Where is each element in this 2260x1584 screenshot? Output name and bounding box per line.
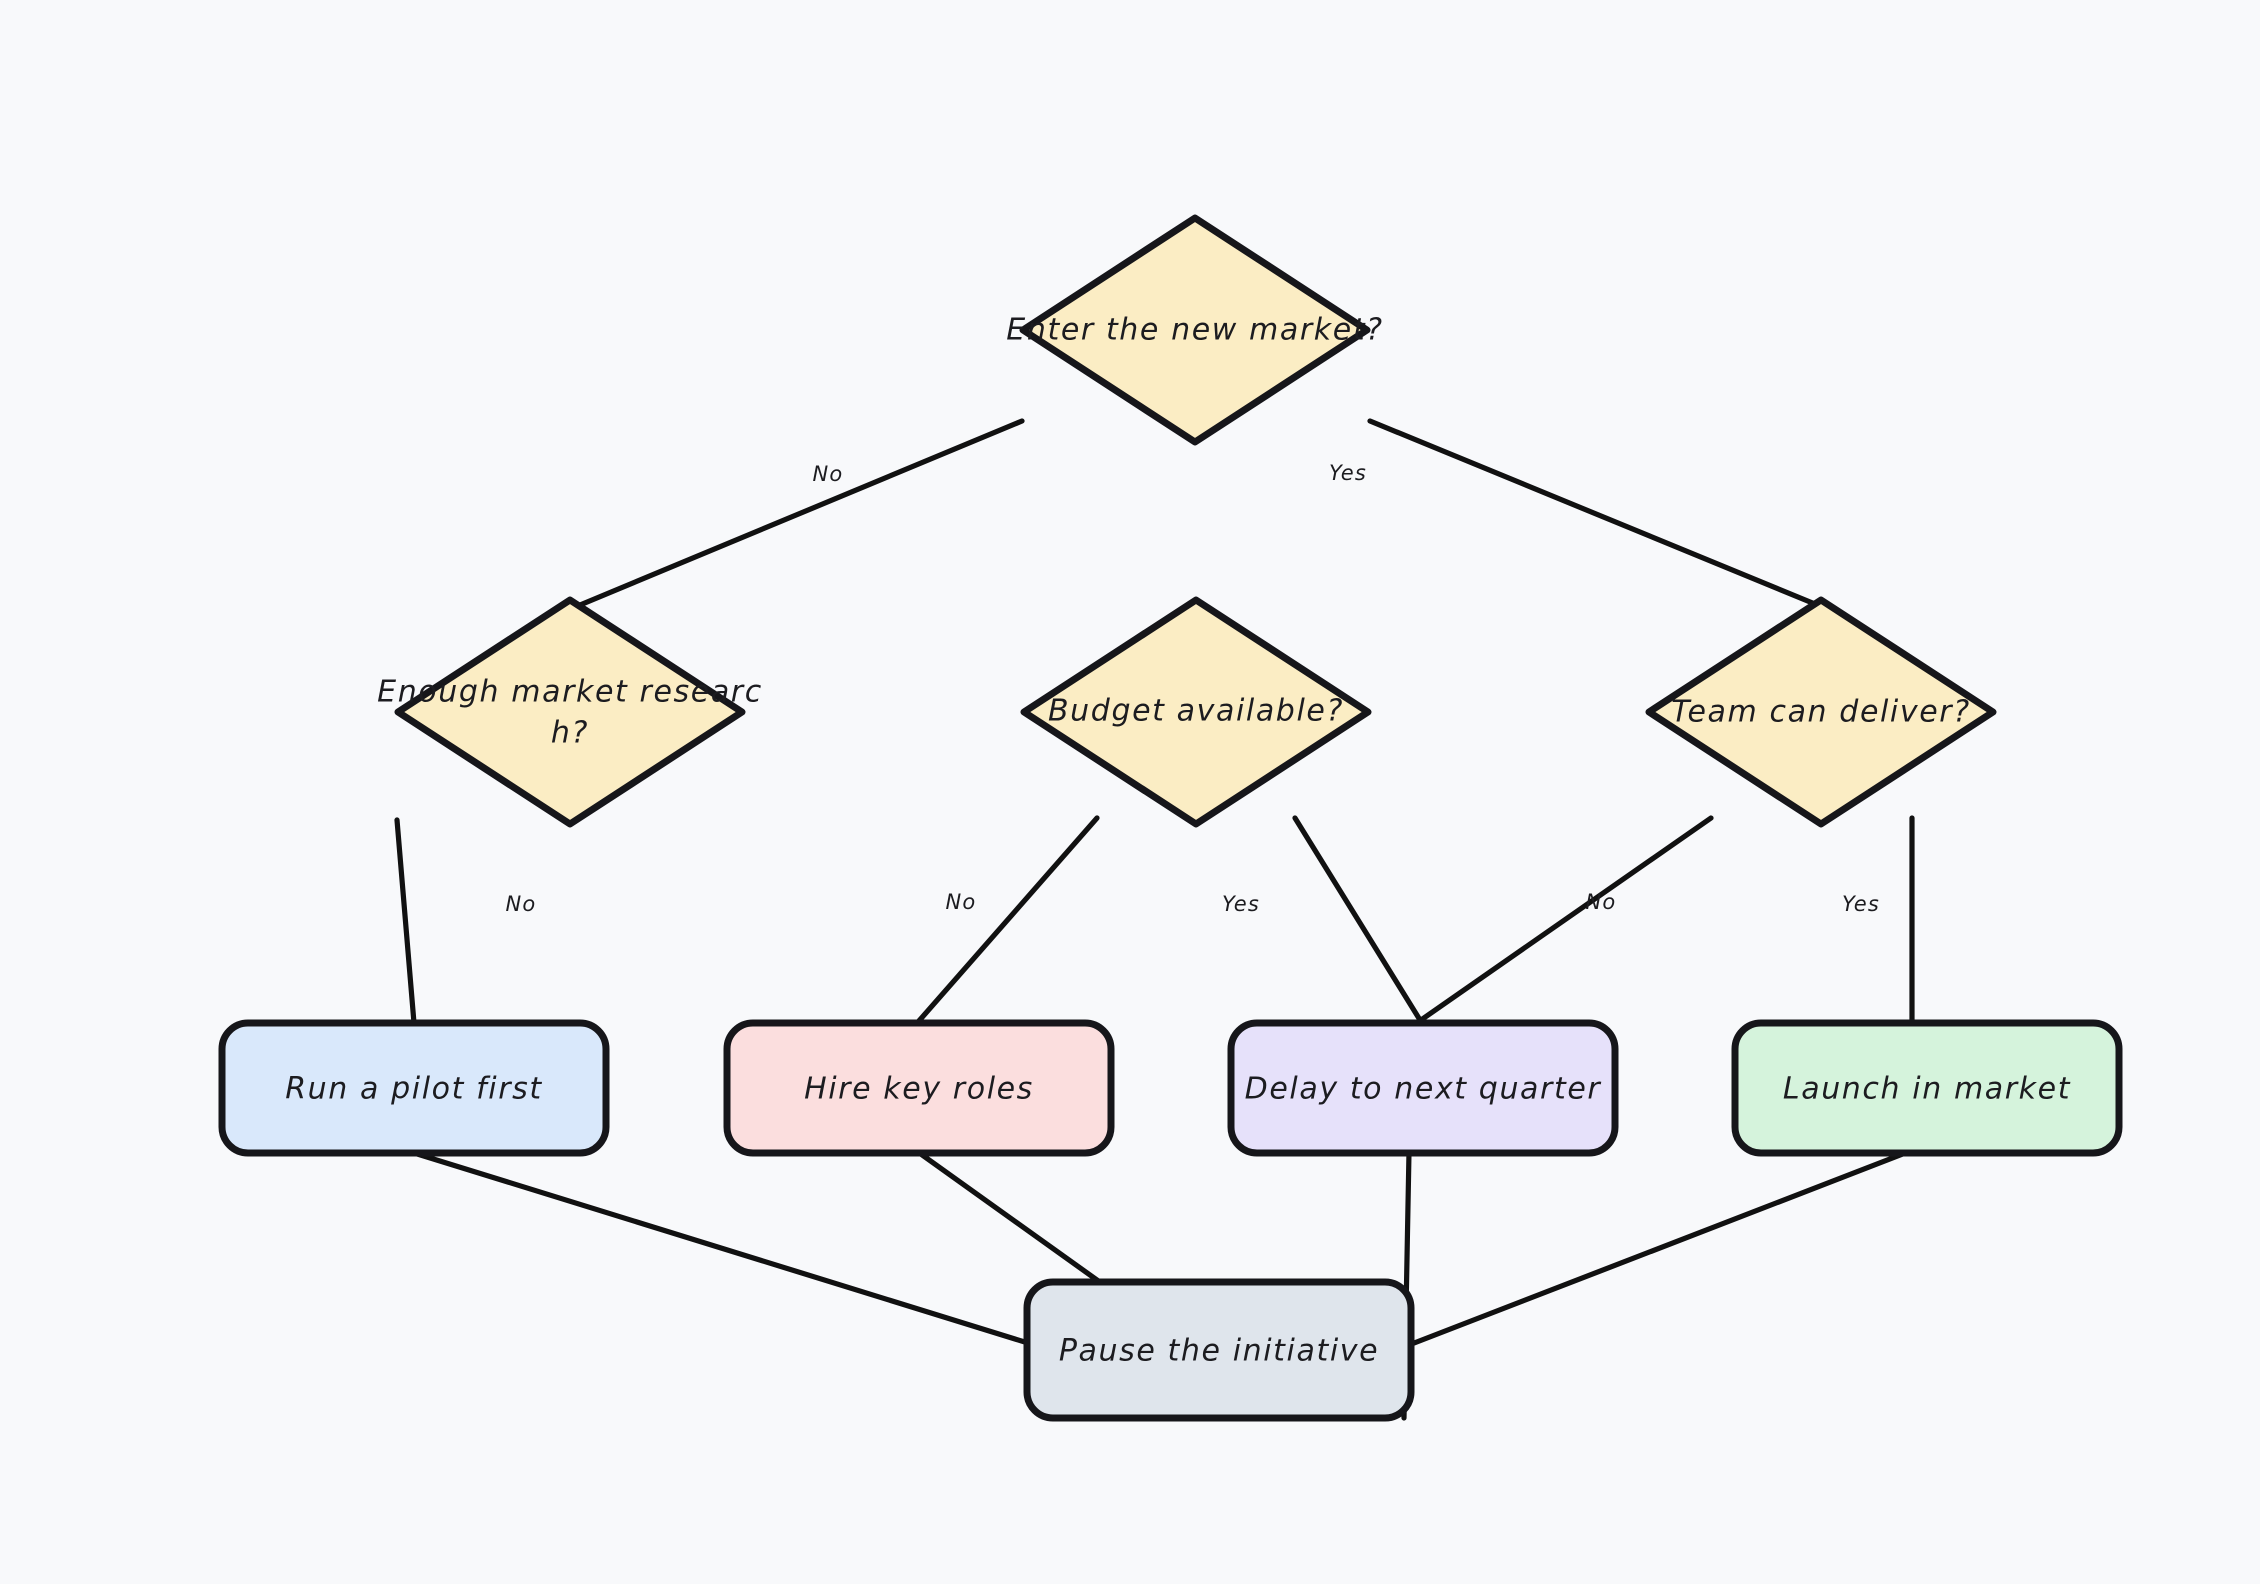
edge-label-team-no: No <box>1586 890 1617 914</box>
node-layer: Enter the new market? Enough market rese… <box>218 214 2123 1422</box>
edge-label-root-yes: Yes <box>1329 461 1367 485</box>
node-enter-market[interactable]: Enter the new market? <box>1006 214 1383 446</box>
node-label-enter-market: Enter the new market? <box>1006 313 1383 348</box>
node-launch-market[interactable]: Launch in market <box>1731 1019 2123 1157</box>
box-shape-delay-quarter[interactable] <box>1227 1019 1619 1157</box>
diamond-shape-team-deliver[interactable] <box>1645 596 1997 828</box>
edge-run-pilot-to-pause-initiative <box>411 1150 1031 1346</box>
edge-label-budget-no: No <box>946 890 977 914</box>
node-label-hire-roles: Hire key roles <box>804 1072 1034 1107</box>
edge-budget-to-delay-quarter <box>1292 815 1423 1023</box>
node-hire-roles[interactable]: Hire key roles <box>723 1019 1115 1157</box>
diamond-shape-market-research[interactable] <box>394 596 746 828</box>
edge-layer <box>394 418 1915 1421</box>
edge-label-layer: No Yes No No Yes No Yes <box>506 461 1880 916</box>
edge-label-research-no: No <box>506 892 537 916</box>
node-label-delay-quarter: Delay to next quarter <box>1245 1072 1602 1107</box>
edge-budget-to-hire-roles <box>915 815 1100 1025</box>
node-market-research[interactable]: Enough market researc h? <box>377 596 763 828</box>
box-shape-pause-initiative[interactable] <box>1023 1278 1415 1422</box>
edge-enter-market-to-market-research <box>577 418 1025 608</box>
node-label-market-research-line2: h? <box>551 716 589 751</box>
node-delay-quarter[interactable]: Delay to next quarter <box>1227 1019 1619 1157</box>
edge-enter-market-to-team-deliver <box>1367 418 1818 607</box>
edge-team-deliver-to-delay-quarter <box>1418 815 1714 1023</box>
node-budget[interactable]: Budget available? <box>1020 596 1372 828</box>
node-label-market-research-line1: Enough market researc <box>377 675 763 710</box>
node-team-deliver[interactable]: Team can deliver? <box>1645 596 1997 828</box>
box-shape-hire-roles[interactable] <box>723 1019 1115 1157</box>
node-run-pilot[interactable]: Run a pilot first <box>218 1019 610 1157</box>
node-label-run-pilot: Run a pilot first <box>285 1072 543 1107</box>
box-shape-run-pilot[interactable] <box>218 1019 610 1157</box>
box-shape-launch-market[interactable] <box>1731 1019 2123 1157</box>
edge-label-root-no: No <box>813 462 844 486</box>
edge-label-team-yes: Yes <box>1842 892 1880 916</box>
node-label-team-deliver: Team can deliver? <box>1671 695 1971 730</box>
node-pause-initiative[interactable]: Pause the initiative <box>1023 1278 1415 1422</box>
diamond-shape-enter-market[interactable] <box>1019 214 1371 446</box>
node-label-pause-initiative: Pause the initiative <box>1059 1334 1379 1369</box>
edge-hire-roles-to-pause-initiative <box>915 1149 1107 1288</box>
edge-launch-market-to-pause-initiative <box>1406 1149 1911 1348</box>
edge-label-budget-yes: Yes <box>1222 892 1260 916</box>
node-label-launch-market: Launch in market <box>1783 1072 2071 1107</box>
diamond-shape-budget[interactable] <box>1020 596 1372 828</box>
node-label-budget: Budget available? <box>1048 694 1344 729</box>
edge-market-research-to-run-pilot <box>394 817 417 1026</box>
